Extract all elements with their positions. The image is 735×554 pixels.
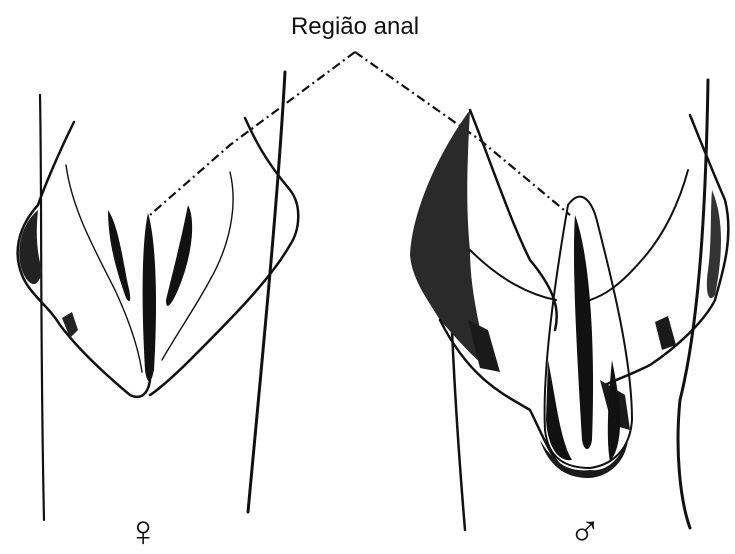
male-diagram [410, 80, 728, 530]
female-symbol: ♀ [127, 507, 160, 554]
female-diagram [18, 72, 299, 520]
title-label: Região anal [291, 13, 419, 40]
male-symbol: ♂ [569, 507, 602, 554]
leader-lines [150, 52, 570, 215]
